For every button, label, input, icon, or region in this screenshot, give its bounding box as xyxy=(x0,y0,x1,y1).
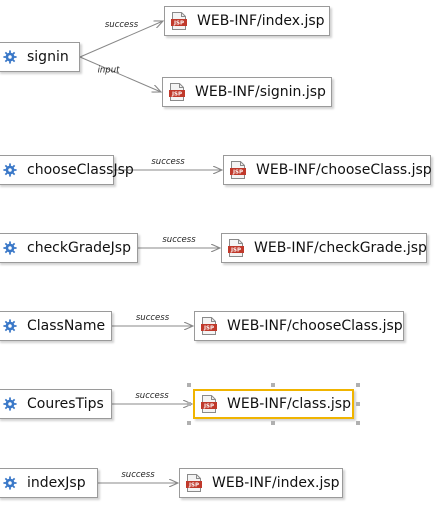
gear-icon xyxy=(3,50,17,64)
result-node-chooseclass-jsp[interactable]: JSP WEB-INF/chooseClass.jsp xyxy=(194,311,404,341)
jsp-file-icon: JSP xyxy=(169,83,185,101)
action-label: chooseClassJsp xyxy=(27,162,134,178)
action-label: indexJsp xyxy=(27,475,86,491)
result-node-class-jsp[interactable]: JSP WEB-INF/class.jsp xyxy=(193,389,354,419)
action-node-classname[interactable]: ClassName xyxy=(0,311,112,341)
result-node-checkgrade-jsp[interactable]: JSP WEB-INF/checkGrade.jsp xyxy=(221,233,427,263)
jsp-file-icon: JSP xyxy=(201,317,217,335)
action-node-checkgradejsp[interactable]: checkGradeJsp xyxy=(0,233,138,263)
edge-label: success xyxy=(151,157,185,167)
jsp-icon-text: JSP xyxy=(173,21,184,27)
result-label: WEB-INF/index.jsp xyxy=(212,475,340,491)
action-label: signin xyxy=(27,49,69,65)
selection-handle[interactable] xyxy=(271,421,275,425)
selection-handle[interactable] xyxy=(187,402,191,406)
action-node-indexjsp[interactable]: indexJsp xyxy=(0,468,98,498)
jsp-icon-text: JSP xyxy=(188,483,199,489)
result-node-index-jsp[interactable]: JSP WEB-INF/index.jsp xyxy=(164,6,330,36)
edge-label: success xyxy=(121,470,155,480)
jsp-file-icon: JSP xyxy=(171,12,187,30)
edge-arrow[interactable] xyxy=(79,56,161,92)
jsp-file-icon: JSP xyxy=(230,161,246,179)
result-label: WEB-INF/chooseClass.jsp xyxy=(227,318,403,334)
edge-label: success xyxy=(105,20,139,30)
action-label: checkGradeJsp xyxy=(27,240,131,256)
jsp-file-icon: JSP xyxy=(186,474,202,492)
result-node-signin-jsp[interactable]: JSP WEB-INF/signin.jsp xyxy=(162,77,332,107)
jsp-icon-text: JSP xyxy=(203,404,214,410)
gear-icon xyxy=(3,163,17,177)
result-label: WEB-INF/checkGrade.jsp xyxy=(254,240,427,256)
selection-handle[interactable] xyxy=(187,383,191,387)
edge-label: success xyxy=(135,391,169,401)
result-node-index-jsp[interactable]: JSP WEB-INF/index.jsp xyxy=(179,468,343,498)
result-label: WEB-INF/class.jsp xyxy=(227,396,351,412)
result-label: WEB-INF/signin.jsp xyxy=(195,84,326,100)
action-label: CouresTips xyxy=(27,396,104,412)
gear-icon xyxy=(3,319,17,333)
result-label: WEB-INF/index.jsp xyxy=(197,13,325,29)
edge-arrow[interactable] xyxy=(79,21,163,58)
action-node-courestips[interactable]: CouresTips xyxy=(0,389,112,419)
action-label: ClassName xyxy=(27,318,106,334)
action-node-signin[interactable]: signin xyxy=(0,42,80,72)
selection-handle[interactable] xyxy=(187,421,191,425)
jsp-file-icon: JSP xyxy=(228,239,244,257)
jsp-icon-text: JSP xyxy=(171,92,182,98)
jsp-icon-text: JSP xyxy=(230,248,241,254)
edge-label: success xyxy=(162,235,196,245)
jsp-icon-text: JSP xyxy=(232,170,243,176)
gear-icon xyxy=(3,476,17,490)
selection-handle[interactable] xyxy=(356,402,360,406)
selection-handle[interactable] xyxy=(356,383,360,387)
edge-label: success xyxy=(136,313,170,323)
jsp-icon-text: JSP xyxy=(203,326,214,332)
gear-icon xyxy=(3,241,17,255)
selection-handle[interactable] xyxy=(271,383,275,387)
edge-label: input xyxy=(98,66,121,76)
action-node-chooseclassjsp[interactable]: chooseClassJsp xyxy=(0,155,134,185)
gear-icon xyxy=(3,397,17,411)
result-label: WEB-INF/chooseClass.jsp xyxy=(256,162,432,178)
jsp-file-icon: JSP xyxy=(201,395,217,413)
selection-handle[interactable] xyxy=(356,421,360,425)
result-node-chooseclass-jsp[interactable]: JSP WEB-INF/chooseClass.jsp xyxy=(223,155,432,185)
